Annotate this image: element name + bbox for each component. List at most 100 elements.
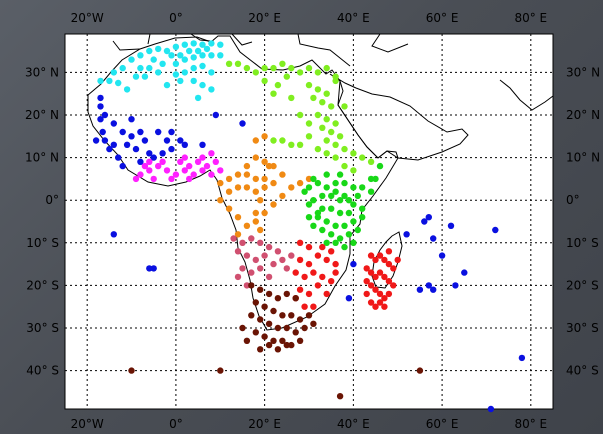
station-point-lightgreen: [359, 154, 366, 161]
station-point-pink: [248, 269, 255, 276]
lon-tick-label-bottom: 0°: [169, 417, 183, 431]
station-point-cyan: [194, 94, 202, 102]
station-point-red: [310, 269, 317, 276]
station-point-lightgreen: [283, 73, 290, 80]
station-point-orange: [243, 222, 251, 229]
station-point-lightgreen: [270, 64, 277, 72]
station-point-green: [376, 162, 384, 170]
lon-tick-label-bottom: 40° E: [337, 417, 370, 431]
station-point-green: [305, 184, 313, 191]
station-point-lightgreen: [261, 77, 268, 85]
station-point-green: [319, 205, 326, 212]
station-point-red: [305, 243, 313, 251]
station-point-blue: [155, 128, 162, 136]
station-point-blue: [239, 120, 246, 127]
station-point-lightgreen: [314, 69, 322, 76]
station-point-red: [376, 252, 384, 259]
station-point-magenta: [177, 158, 184, 165]
coastline: [87, 33, 554, 331]
station-point-cyan: [168, 52, 175, 59]
station-point-lightgreen: [296, 111, 304, 119]
station-point-lightgreen: [323, 150, 330, 157]
station-point-brown: [292, 329, 299, 336]
station-point-lightgreen: [367, 158, 375, 165]
station-point-blue: [177, 137, 184, 144]
station-point-cyan: [137, 64, 144, 72]
station-point-lightgreen: [323, 90, 330, 97]
station-point-blue: [518, 354, 526, 362]
station-point-pink: [270, 260, 277, 268]
station-point-red: [381, 273, 388, 281]
station-point-brown: [270, 337, 277, 344]
station-point-orange: [252, 209, 259, 217]
station-point-cyan: [150, 56, 157, 63]
station-point-brown: [274, 346, 282, 353]
station-point-red: [367, 282, 375, 289]
station-point-orange: [243, 184, 251, 191]
station-point-lightgreen: [328, 103, 335, 110]
station-point-blue: [199, 141, 206, 148]
station-point-green: [341, 179, 348, 187]
station-point-magenta: [155, 162, 162, 170]
station-point-orange: [270, 179, 277, 187]
lon-tick-label-bottom: 20° E: [248, 417, 281, 431]
station-point-red: [372, 303, 379, 310]
station-point-red: [323, 256, 330, 264]
map-plot-area: [65, 34, 553, 409]
station-point-red: [363, 290, 370, 298]
station-point-green: [314, 209, 322, 217]
station-point-green: [359, 205, 366, 212]
station-point-cyan: [137, 52, 144, 59]
station-point-pink: [265, 273, 273, 281]
station-point-cyan: [115, 79, 122, 87]
station-point-orange: [261, 133, 268, 140]
station-point-brown: [288, 341, 295, 349]
station-point-magenta: [199, 167, 206, 174]
station-point-cyan: [203, 45, 211, 53]
station-point-orange: [261, 184, 268, 191]
station-point-red: [376, 290, 384, 298]
station-point-red: [310, 303, 317, 310]
india-coastline: [499, 79, 554, 111]
station-point-green: [328, 205, 335, 212]
station-point-orange: [234, 231, 242, 238]
lat-tick-label-right: 10° N: [566, 151, 600, 165]
station-point-orange: [261, 158, 268, 165]
station-point-cyan: [172, 60, 180, 67]
station-point-lightgreen: [341, 103, 348, 110]
station-point-red: [319, 243, 326, 251]
lat-tick-label-right: 10° S: [566, 236, 599, 250]
lat-tick-label-right: 20° S: [566, 278, 599, 292]
station-point-lightgreen: [341, 162, 348, 170]
station-point-brown: [279, 312, 286, 319]
station-points: [92, 40, 526, 413]
station-point-blue: [430, 235, 437, 242]
station-point-red: [363, 278, 370, 285]
station-point-cyan: [141, 73, 149, 80]
station-point-blue: [425, 282, 432, 289]
station-point-lightgreen: [296, 69, 304, 76]
station-point-pink: [243, 282, 251, 289]
station-point-green: [301, 188, 308, 195]
station-point-cyan: [163, 81, 171, 89]
station-point-lightgreen: [323, 137, 330, 144]
station-point-pink: [283, 265, 290, 272]
station-point-blue: [168, 128, 175, 136]
station-point-red: [372, 273, 379, 281]
axis-labels: 20°W20°W0°0°20° E20° E40° E40° E60° E60°…: [25, 11, 600, 431]
station-point-green: [310, 222, 317, 229]
station-point-orange: [217, 197, 224, 204]
station-point-pink: [279, 256, 286, 264]
station-point-magenta: [199, 154, 206, 161]
station-point-blue: [92, 137, 100, 144]
station-point-green: [323, 218, 330, 225]
map-frame: [64, 33, 554, 410]
station-point-red: [296, 239, 304, 246]
station-point-red: [381, 256, 388, 264]
station-point-brown: [270, 307, 277, 315]
station-point-brown: [279, 337, 286, 344]
station-point-brown: [305, 312, 313, 319]
station-point-blue: [110, 141, 118, 148]
station-point-orange: [257, 197, 264, 204]
station-point-blue: [421, 218, 428, 225]
